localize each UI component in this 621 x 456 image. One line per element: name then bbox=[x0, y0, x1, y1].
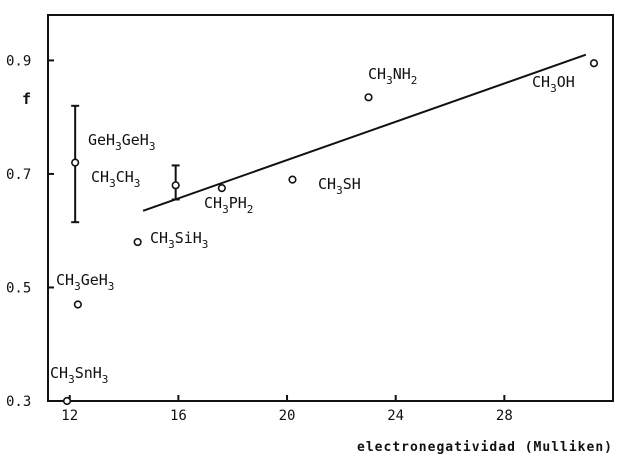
x-tick-label: 20 bbox=[279, 408, 296, 424]
data-point bbox=[288, 175, 297, 184]
label-geh3geh3: GeH3GeH3 bbox=[88, 131, 155, 153]
label-ch3geh3: CH3GeH3 bbox=[56, 271, 114, 293]
x-axis-ticks: 12 16 20 24 28 bbox=[61, 395, 513, 424]
x-tick-label: 24 bbox=[387, 408, 404, 424]
x-tick-label: 12 bbox=[61, 408, 78, 424]
data-points bbox=[62, 59, 599, 406]
x-tick-label: 16 bbox=[170, 408, 187, 424]
y-tick-label: 0.3 bbox=[6, 394, 31, 410]
x-axis-label: electronegatividad (Mulliken) bbox=[357, 440, 613, 455]
data-point bbox=[589, 59, 599, 68]
y-tick-label: 0.7 bbox=[6, 167, 31, 183]
label-ch3sih3: CH3SiH3 bbox=[150, 229, 208, 251]
label-ch3ch3: CH3CH3 bbox=[91, 168, 140, 190]
y-axis-label: f bbox=[22, 90, 31, 108]
y-tick-label: 0.9 bbox=[6, 53, 31, 69]
x-tick-label: 28 bbox=[496, 408, 513, 424]
trend-line bbox=[142, 53, 587, 212]
label-ch3sh: CH3SH bbox=[318, 175, 361, 197]
data-point bbox=[217, 184, 226, 193]
y-axis-ticks: 0.9 0.7 0.5 0.3 bbox=[6, 53, 54, 410]
data-point bbox=[73, 300, 82, 309]
data-point bbox=[71, 158, 80, 167]
label-ch3oh: CH3OH bbox=[532, 73, 575, 95]
data-point bbox=[364, 93, 373, 102]
label-ch3ph2: CH3PH2 bbox=[204, 194, 253, 216]
error-bars bbox=[71, 104, 180, 224]
data-point bbox=[171, 181, 180, 190]
data-point bbox=[62, 396, 72, 406]
data-point bbox=[133, 237, 142, 247]
plot-frame bbox=[47, 14, 614, 402]
y-tick-label: 0.5 bbox=[6, 280, 31, 296]
label-ch3snh3: CH3SnH3 bbox=[50, 364, 108, 386]
label-ch3nh2: CH3NH2 bbox=[368, 65, 417, 87]
